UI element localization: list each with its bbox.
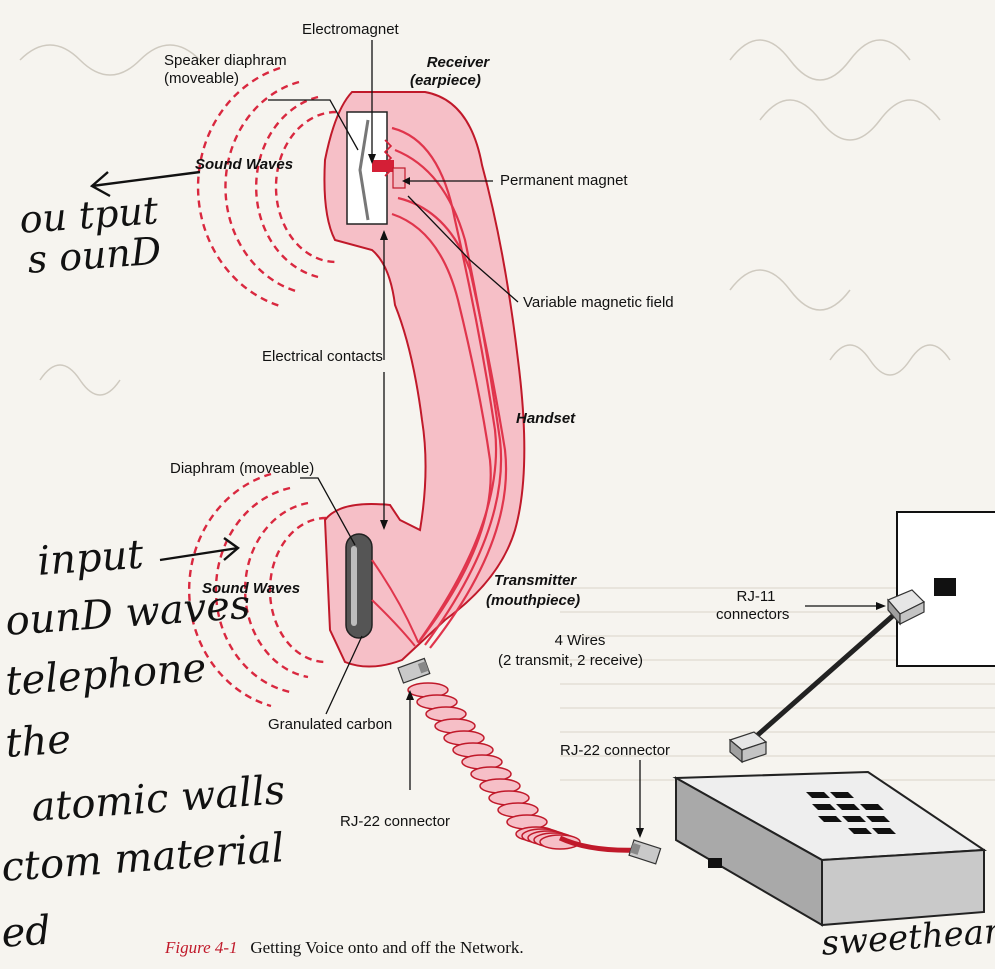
cord-coil — [539, 834, 581, 850]
telephone-base — [672, 770, 988, 927]
wall-jack — [934, 578, 956, 596]
transmitter-capsule — [345, 533, 373, 639]
label-four-wires: 4 Wires — [554, 632, 606, 649]
leader-arrowheads — [368, 154, 886, 838]
handset-wires — [391, 126, 508, 649]
figure-number: Figure 4-1 — [165, 938, 238, 957]
label-receiver: Receiver — [426, 54, 490, 71]
figure-caption-text: Getting Voice onto and off the Network. — [250, 938, 524, 957]
label-rj22-connector-left: RJ-22 connector — [340, 813, 451, 830]
label-diaphram-moveable: Diaphram (moveable) — [170, 460, 315, 477]
handwriting-the: the — [3, 716, 73, 767]
label-receiver-sub: (earpiece) — [410, 72, 481, 89]
label-variable-magnetic-field: Variable magnetic field — [523, 294, 674, 311]
label-permanent-magnet: Permanent magnet — [500, 172, 628, 189]
sound-waves-bottom — [188, 472, 327, 708]
label-electromagnet: Electromagnet — [302, 21, 399, 38]
magnet-coil — [383, 139, 393, 177]
label-sound-waves-bottom: Sound Waves — [202, 580, 301, 597]
rj22-connector-handset — [397, 657, 431, 684]
label-transmitter: Transmitter — [494, 572, 577, 589]
handwriting-ed: ed — [0, 907, 53, 957]
label-speaker-diaphram-sub: (moveable) — [164, 70, 240, 87]
label-granulated-carbon: Granulated carbon — [268, 716, 393, 733]
label-handset: Handset — [516, 410, 576, 427]
handwriting-output-sounds: s ounD — [26, 228, 163, 282]
handwriting-input: input — [35, 531, 145, 585]
label-electrical-contacts: Electrical contacts — [262, 348, 383, 365]
keypad — [806, 792, 896, 834]
leader-lines — [268, 40, 882, 836]
label-rj22-connector-right: RJ-22 connector — [560, 742, 671, 759]
rj11-cord — [750, 603, 907, 742]
speaker-diaphram — [358, 119, 370, 221]
handwritten-arrows — [89, 170, 240, 562]
transmitter-wires — [371, 559, 419, 647]
base-jack — [708, 858, 722, 868]
label-rj11-sub: connectors — [716, 606, 790, 623]
label-transmitter-sub: (mouthpiece) — [486, 592, 581, 609]
coiled-cord — [407, 682, 581, 850]
electromagnet-block — [372, 160, 394, 172]
handset-body — [323, 91, 526, 668]
rj22-connector-device — [628, 839, 662, 865]
capsule-highlight — [351, 546, 357, 626]
background-scribbles — [19, 39, 951, 396]
label-four-wires-sub: (2 transmit, 2 receive) — [498, 652, 644, 669]
figure-caption: Figure 4-1 Getting Voice onto and off th… — [165, 938, 524, 958]
sound-waves-top — [196, 66, 337, 308]
label-speaker-diaphram: Speaker diaphram — [164, 52, 287, 69]
rj11-connector-device — [728, 731, 768, 764]
permanent-magnet-block — [392, 167, 406, 189]
rj11-connector-wall — [887, 589, 926, 626]
label-sound-waves-top: Sound Waves — [195, 156, 294, 173]
label-rj11: RJ-11 — [736, 588, 776, 605]
